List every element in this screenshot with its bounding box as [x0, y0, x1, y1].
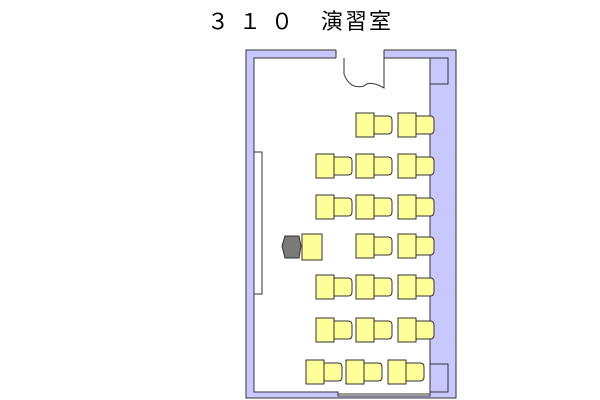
student-chair: [373, 115, 393, 135]
student-desk: [397, 317, 417, 343]
student-chair: [333, 156, 353, 176]
student-desk: [355, 112, 375, 138]
student-desk: [355, 194, 375, 220]
student-desk: [355, 153, 375, 179]
student-chair: [415, 277, 435, 297]
teacher-desk: [301, 233, 323, 261]
student-chair: [415, 320, 435, 340]
student-desk: [355, 233, 375, 259]
student-desk: [397, 194, 417, 220]
room-title: ３１０ 演習室: [0, 4, 600, 36]
student-desk: [315, 194, 335, 220]
student-desk: [387, 359, 407, 385]
student-desk: [315, 317, 335, 343]
student-chair: [373, 236, 393, 256]
room-walls: [245, 49, 457, 399]
student-desk: [397, 112, 417, 138]
student-chair: [333, 320, 353, 340]
student-desk: [305, 359, 325, 385]
student-chair: [363, 362, 383, 382]
door-right-swing: [363, 58, 385, 89]
door-left-swing: [343, 58, 365, 88]
student-chair: [373, 197, 393, 217]
student-desk: [397, 233, 417, 259]
student-desk: [397, 274, 417, 300]
student-desk: [345, 359, 365, 385]
pillar-bottom-right: [429, 363, 449, 393]
student-desk: [397, 153, 417, 179]
student-chair: [415, 115, 435, 135]
student-desks: [305, 112, 435, 385]
student-chair: [373, 277, 393, 297]
student-desk: [355, 317, 375, 343]
room-number: ３１０: [206, 10, 303, 35]
teacher-chair: [281, 235, 302, 259]
student-chair: [415, 197, 435, 217]
door-opening: [336, 49, 384, 59]
student-desk: [315, 274, 335, 300]
student-chair: [373, 156, 393, 176]
room-name: 演習室: [321, 10, 394, 35]
student-chair: [333, 197, 353, 217]
student-desk: [355, 274, 375, 300]
whiteboard: [253, 151, 263, 295]
student-chair: [415, 156, 435, 176]
student-chair: [373, 320, 393, 340]
student-desk: [315, 153, 335, 179]
student-chair: [405, 362, 425, 382]
student-chair: [415, 236, 435, 256]
student-chair: [333, 277, 353, 297]
pillar-top-right: [429, 57, 449, 85]
student-chair: [323, 362, 343, 382]
